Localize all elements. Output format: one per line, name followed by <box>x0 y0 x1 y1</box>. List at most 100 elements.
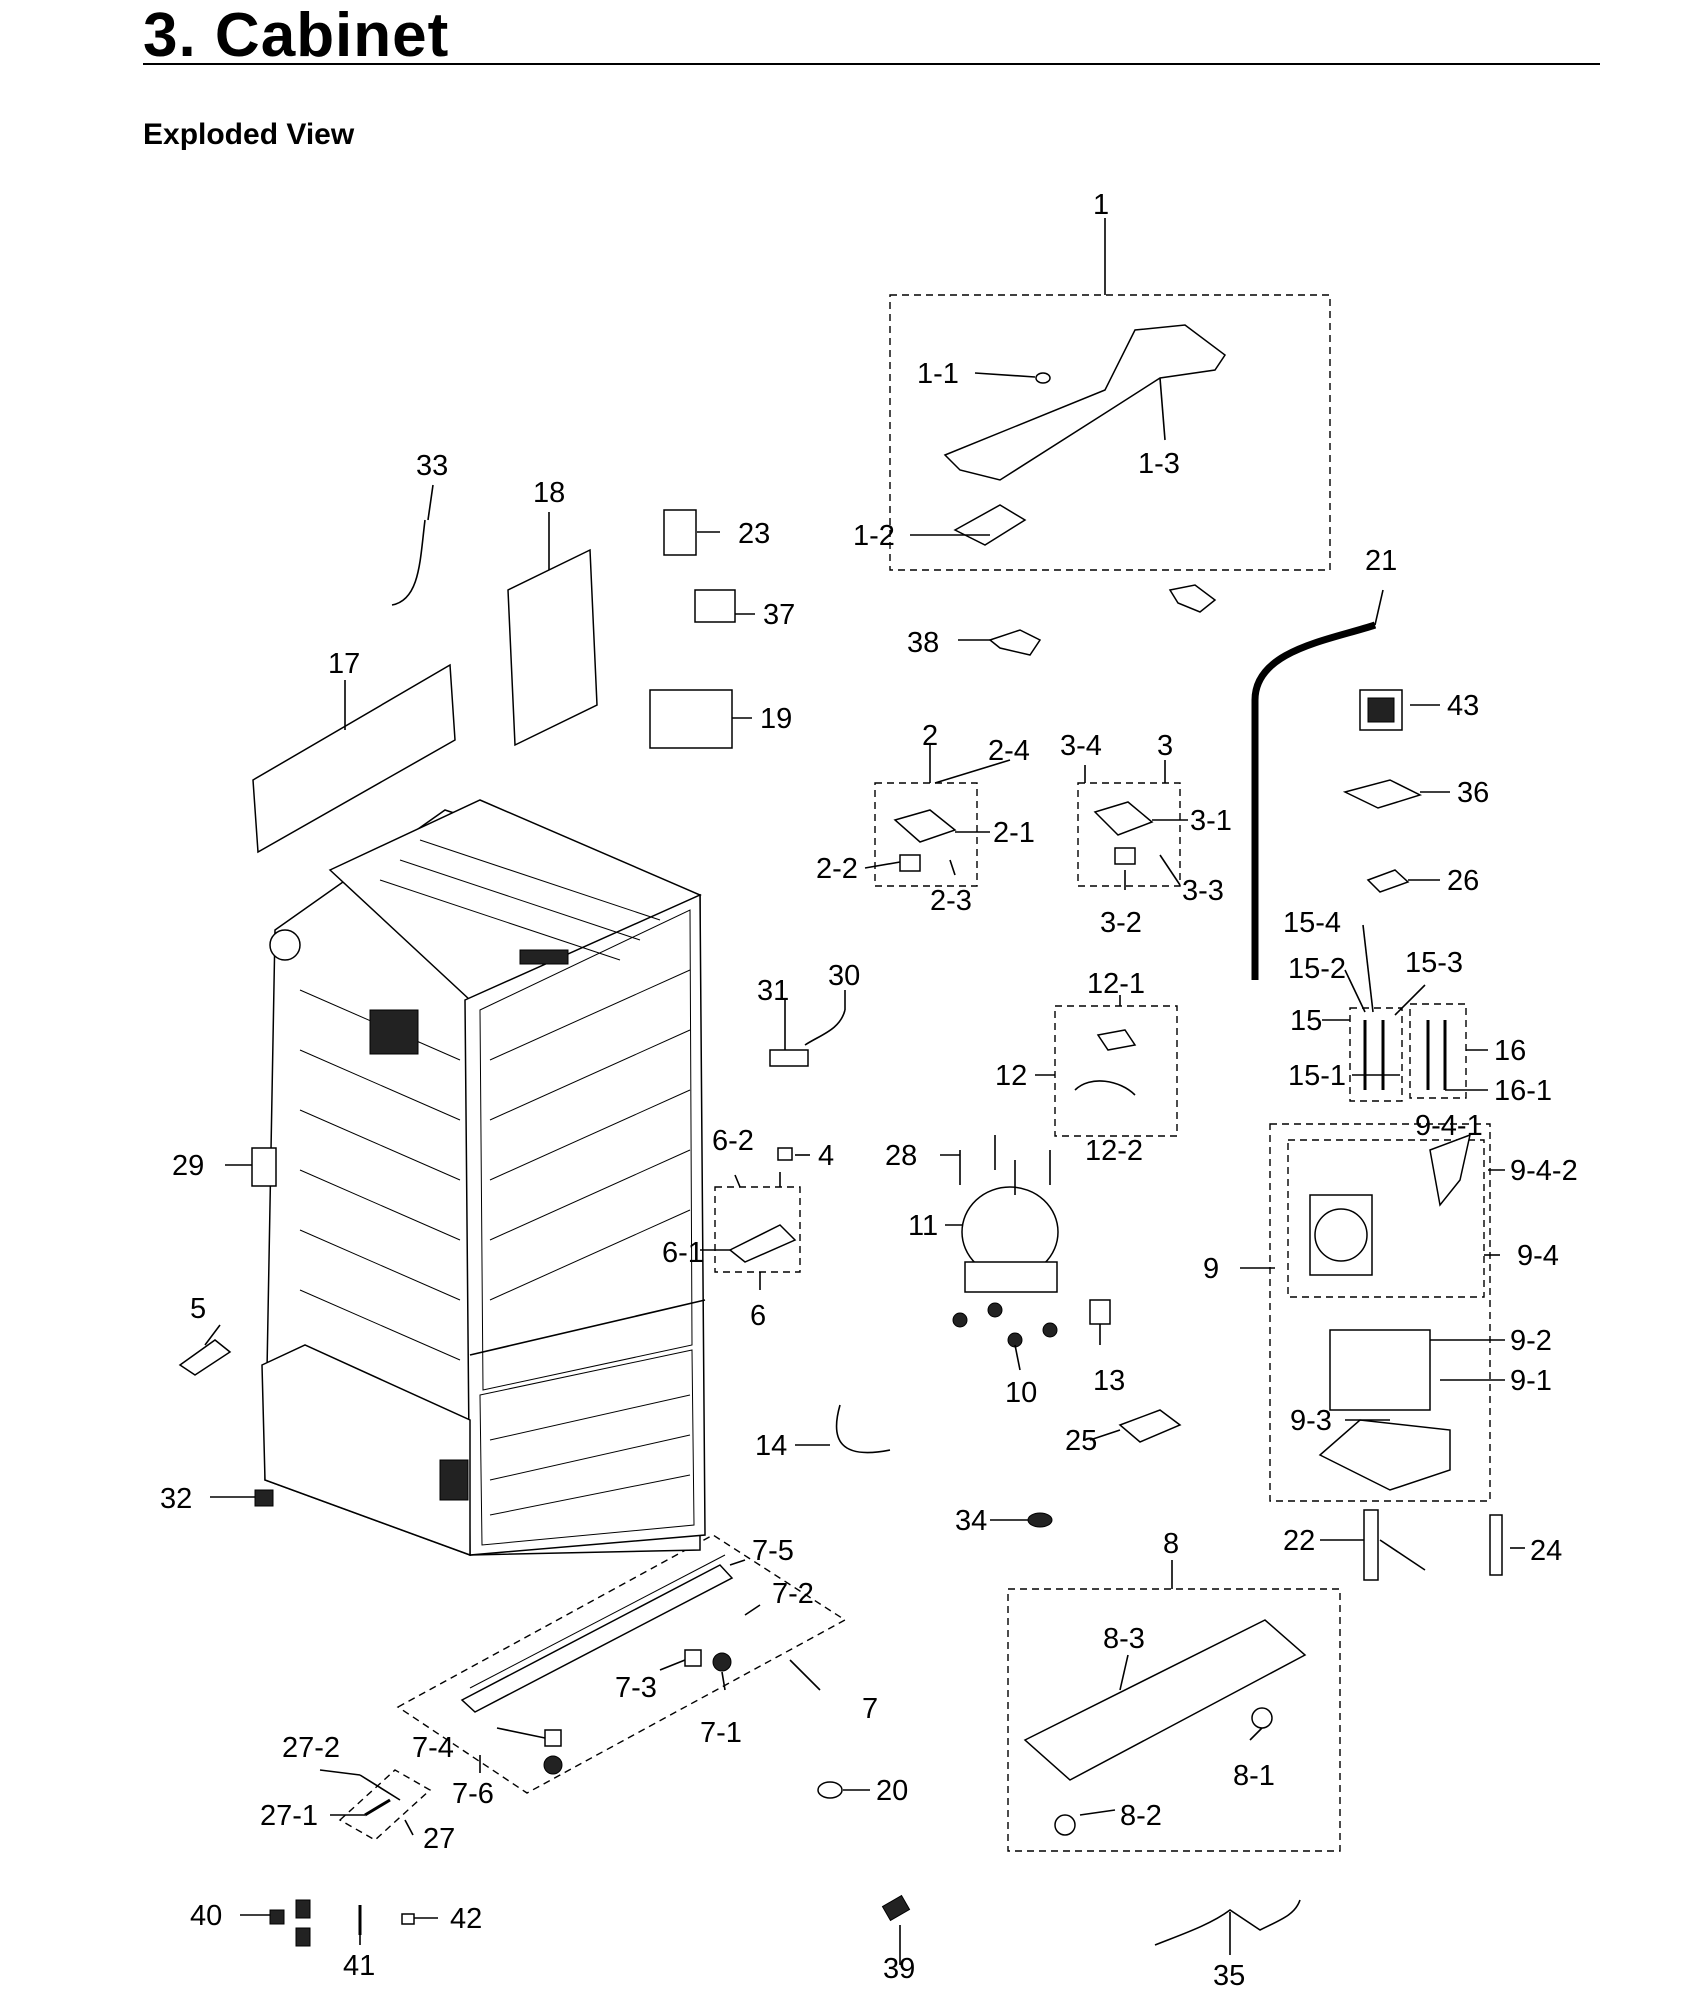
label-10: 10 <box>1005 1377 1037 1409</box>
part-34 <box>1027 1512 1053 1528</box>
part-37 <box>694 589 736 623</box>
part-7-5 <box>460 1564 734 1713</box>
section-title: Exploded View <box>143 118 355 151</box>
label-27-2: 27-2 <box>282 1732 340 1764</box>
label-15: 15 <box>1290 1005 1322 1037</box>
group-box-9 <box>1269 1123 1491 1502</box>
part-19 <box>649 689 733 749</box>
part-27-1 <box>364 1798 391 1817</box>
leader-lines <box>204 218 1525 1965</box>
label-20: 20 <box>876 1775 908 1807</box>
part-36 <box>1342 779 1423 809</box>
part-5 <box>178 1339 232 1376</box>
label-3-3: 3-3 <box>1182 875 1224 907</box>
label-16-1: 16-1 <box>1494 1075 1552 1107</box>
part-33 <box>391 519 426 606</box>
part-7-1 <box>712 1652 732 1672</box>
label-36: 36 <box>1457 777 1489 809</box>
label-32: 32 <box>160 1483 192 1515</box>
parts <box>178 324 1503 1947</box>
label-28: 28 <box>885 1140 917 1172</box>
part-7-3 <box>684 1649 702 1667</box>
part-hinge-top <box>1168 584 1217 613</box>
group-box-6 <box>714 1186 801 1273</box>
part-12-1 <box>1096 1029 1137 1051</box>
part-8-2 <box>1054 1814 1076 1836</box>
part-32 <box>254 1489 274 1507</box>
label-43: 43 <box>1447 690 1479 722</box>
part-9-2 <box>1329 1329 1431 1411</box>
group-box-9-4 <box>1287 1139 1485 1298</box>
group-box-3 <box>1077 782 1181 887</box>
part-23 <box>663 509 697 556</box>
label-9-3: 9-3 <box>1290 1405 1332 1437</box>
label-3-1: 3-1 <box>1190 805 1232 837</box>
label-2: 2 <box>922 720 938 752</box>
part-8-1 <box>1251 1707 1273 1729</box>
label-12-2: 12-2 <box>1085 1135 1143 1167</box>
label-29: 29 <box>172 1150 204 1182</box>
label-7-3: 7-3 <box>615 1672 657 1704</box>
label-9: 9 <box>1203 1253 1219 1285</box>
label-8-3: 8-3 <box>1103 1623 1145 1655</box>
label-39: 39 <box>883 1953 915 1985</box>
label-34: 34 <box>955 1505 987 1537</box>
part-24 <box>1489 1514 1503 1576</box>
part-13 <box>1089 1299 1111 1325</box>
label-17: 17 <box>328 648 360 680</box>
part-40 <box>269 1909 285 1925</box>
part-10 <box>952 1312 968 1328</box>
group-box-2 <box>874 782 978 887</box>
part-1-3 <box>943 324 1227 481</box>
part-3-1 <box>1093 801 1154 836</box>
part-1-2 <box>953 504 1027 546</box>
label-9-2: 9-2 <box>1510 1325 1552 1357</box>
label-23: 23 <box>738 518 770 550</box>
label-40: 40 <box>190 1900 222 1932</box>
title-rule <box>143 63 1600 65</box>
group-boxes <box>338 294 1491 1852</box>
label-11: 11 <box>908 1210 938 1242</box>
part-labels: 1 1-1 1-2 1-3 21 43 36 26 33 18 23 37 19… <box>160 189 1578 1989</box>
label-6-2: 6-2 <box>712 1125 754 1157</box>
part-3-2 <box>1114 847 1136 865</box>
part-39 <box>881 1894 911 1922</box>
label-22: 22 <box>1283 1525 1315 1557</box>
label-7-6: 7-6 <box>452 1778 494 1810</box>
label-8: 8 <box>1163 1528 1179 1560</box>
label-35: 35 <box>1213 1960 1245 1989</box>
part-26 <box>1366 869 1410 893</box>
label-4: 4 <box>818 1140 834 1172</box>
group-box-27 <box>338 1769 432 1841</box>
label-13: 13 <box>1093 1365 1125 1397</box>
label-33: 33 <box>416 450 448 482</box>
part-14 <box>835 1404 891 1454</box>
label-9-1: 9-1 <box>1510 1365 1552 1397</box>
label-27-1: 27-1 <box>260 1800 318 1832</box>
group-box-8 <box>1007 1588 1341 1852</box>
group-box-1 <box>889 294 1331 571</box>
label-27: 27 <box>423 1823 455 1855</box>
part-27-2 <box>359 1774 401 1801</box>
label-6-1: 6-1 <box>662 1237 704 1269</box>
part-42 <box>401 1913 415 1925</box>
label-3-4: 3-4 <box>1060 730 1102 762</box>
part-38 <box>988 629 1042 656</box>
label-2-3: 2-3 <box>930 885 972 917</box>
part-9-4-2 <box>1429 1133 1472 1207</box>
label-12: 12 <box>995 1060 1027 1092</box>
group-box-12 <box>1054 1005 1178 1137</box>
label-7-5: 7-5 <box>752 1535 794 1567</box>
label-30: 30 <box>828 960 860 992</box>
part-7-6 <box>543 1755 563 1775</box>
label-7: 7 <box>862 1693 878 1725</box>
group-box-16 <box>1409 1003 1467 1099</box>
label-9-4-2: 9-4-2 <box>1510 1155 1578 1187</box>
label-37: 37 <box>763 599 795 631</box>
part-7-4 <box>544 1729 562 1747</box>
label-2-1: 2-1 <box>993 817 1035 849</box>
label-25: 25 <box>1065 1425 1097 1457</box>
label-41: 41 <box>343 1950 375 1982</box>
label-9-4-1: 9-4-1 <box>1415 1110 1483 1142</box>
label-38: 38 <box>907 627 939 659</box>
